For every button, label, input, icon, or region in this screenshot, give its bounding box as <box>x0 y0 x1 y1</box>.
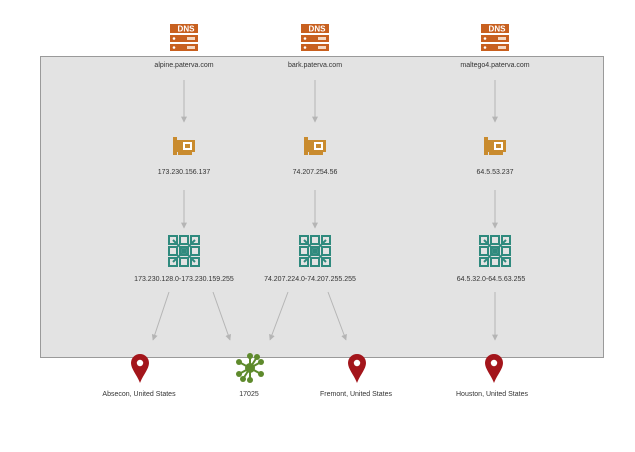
netblock-label-3[interactable]: 64.5.32.0-64.5.63.255 <box>456 276 526 283</box>
netblock-grid-icon[interactable] <box>299 235 331 267</box>
network-card-icon[interactable] <box>304 137 326 155</box>
ip-label-2[interactable]: 74.207.254.56 <box>292 169 338 176</box>
location-label-fremont[interactable]: Fremont, United States <box>320 391 392 398</box>
dns-label-alpine[interactable]: alpine.paterva.com <box>154 62 214 69</box>
netblock-label-2[interactable]: 74.207.224.0-74.207.255.255 <box>264 276 356 283</box>
ip-label-3[interactable]: 64.5.53.237 <box>476 169 514 176</box>
network-card-icon[interactable] <box>484 137 506 155</box>
location-label-absecon[interactable]: Absecon, United States <box>102 391 176 398</box>
netblock-label-1[interactable]: 173.230.128.0-173.230.159.255 <box>134 276 234 283</box>
edge-net1-as <box>212 291 232 341</box>
edge-net2-as <box>269 291 289 341</box>
location-label-houston[interactable]: Houston, United States <box>456 391 528 398</box>
ip-label-1[interactable]: 173.230.156.137 <box>157 169 211 176</box>
edge-net2-fremont <box>327 291 347 341</box>
dns-server-icon[interactable]: DNS <box>170 24 198 51</box>
netblock-grid-icon[interactable] <box>168 235 200 267</box>
map-pin-icon[interactable] <box>348 354 366 383</box>
dns-server-icon[interactable]: DNS <box>301 24 329 51</box>
netblock-grid-icon[interactable] <box>479 235 511 267</box>
as-hub-icon[interactable] <box>236 353 264 383</box>
graph-panel <box>40 56 604 358</box>
as-label[interactable]: 17025 <box>239 391 259 398</box>
dns-server-icon[interactable]: DNS <box>481 24 509 51</box>
edges <box>151 80 498 341</box>
edge-net1-absecon <box>151 291 170 341</box>
dns-badge-text: DNS <box>489 25 507 34</box>
dns-badge-text: DNS <box>309 25 327 34</box>
map-pin-icon[interactable] <box>485 354 503 383</box>
dns-label-bark[interactable]: bark.paterva.com <box>287 62 343 69</box>
map-pin-icon[interactable] <box>131 354 149 383</box>
network-card-icon[interactable] <box>173 137 195 155</box>
dns-badge-text: DNS <box>178 25 196 34</box>
dns-label-maltego4[interactable]: maltego4.paterva.com <box>460 62 530 69</box>
